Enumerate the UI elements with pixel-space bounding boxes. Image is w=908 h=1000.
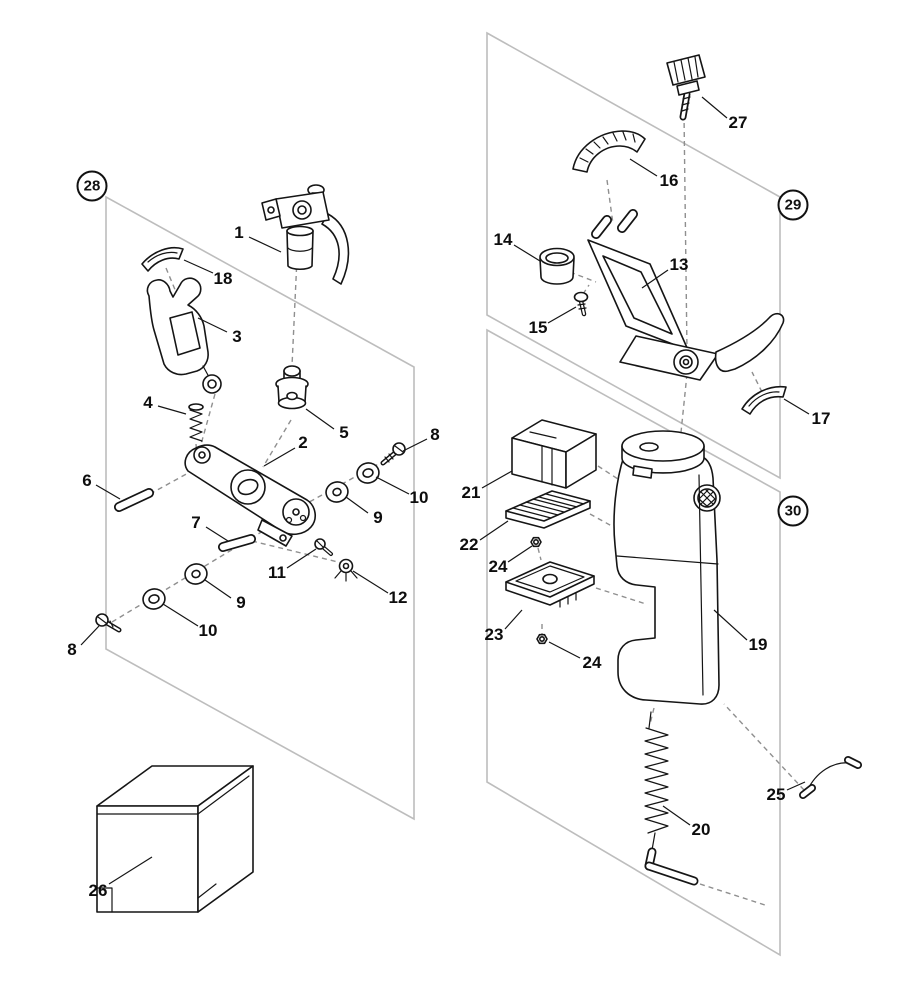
part-12-wing-clip: [334, 558, 358, 582]
part-label-15: 15: [528, 318, 548, 337]
part-1-clamp-head: [261, 184, 350, 285]
part-9-washer-upper: [325, 481, 349, 503]
part-label-25: 25: [766, 785, 786, 804]
part-label-13: 13: [669, 255, 689, 274]
part-label-10-lower: 10: [198, 621, 218, 640]
part-label-8-upper: 8: [430, 425, 440, 444]
part-6-pin: [114, 488, 154, 512]
group-badge-29: 29: [777, 189, 809, 221]
part-13-frame-arm: [587, 209, 785, 381]
part-label-2: 2: [298, 433, 308, 452]
part-5-spool-knob: [275, 365, 309, 410]
part-label-11: 11: [268, 563, 286, 582]
leader-lines: [80, 96, 810, 885]
part-17-curved-pad: [741, 385, 787, 415]
part-label-17: 17: [811, 409, 831, 428]
part-26-box: [96, 765, 254, 913]
part-label-7: 7: [191, 513, 201, 532]
part-3-fork-bracket: [146, 277, 222, 394]
part-21-bracket: [511, 419, 597, 489]
part-16-saddle-clip: [572, 130, 646, 173]
part-label-9-upper: 9: [373, 508, 383, 527]
part-10-disc-lower: [142, 588, 166, 610]
part-label-22: 22: [459, 535, 479, 554]
part-label-4: 4: [143, 393, 153, 412]
part-label-24-lower: 24: [582, 653, 602, 672]
part-label-24-upper: 24: [488, 557, 508, 576]
part-label-18: 18: [213, 269, 233, 288]
part-label-6: 6: [82, 471, 92, 490]
part-label-27: 27: [728, 113, 748, 132]
part-label-20: 20: [691, 820, 711, 839]
part-label-14: 14: [493, 230, 513, 249]
part-9-washer-lower: [184, 563, 208, 585]
panel-group-29: [486, 31, 781, 480]
part-label-19: 19: [748, 635, 768, 654]
part-8-screw-lower: [95, 613, 122, 633]
part-19-clamp-body: [613, 430, 721, 705]
part-label-26: 26: [88, 881, 108, 900]
part-11-small-screw: [314, 538, 333, 556]
panel-group-28: [105, 195, 415, 821]
part-7-pin: [218, 534, 256, 552]
part-23-plate: [505, 561, 595, 608]
part-label-3: 3: [232, 327, 242, 346]
part-27-thumbscrew: [666, 54, 706, 121]
part-label-5: 5: [339, 423, 349, 442]
part-label-21: 21: [461, 483, 481, 502]
part-4-spring: [188, 403, 204, 442]
part-25-wire: [799, 756, 862, 799]
part-10-disc-upper: [356, 462, 380, 484]
part-8-screw-upper: [380, 442, 406, 466]
part-label-12: 12: [388, 588, 408, 607]
part-24-nut-lower: [536, 633, 548, 645]
part-24-nut-upper: [530, 536, 542, 548]
part-2-main-arm: [184, 444, 316, 547]
part-label-10-upper: 10: [409, 488, 429, 507]
part-label-9-lower: 9: [236, 593, 246, 612]
part-label-8-lower: 8: [67, 640, 77, 659]
group-badge-30: 30: [777, 495, 809, 527]
part-14-cap: [539, 247, 575, 285]
part-label-16: 16: [659, 171, 679, 190]
group-badge-28: 28: [76, 170, 108, 202]
part-15-screw: [573, 291, 589, 317]
part-22-ribbed-pad: [505, 490, 591, 529]
part-label-23: 23: [484, 625, 504, 644]
part-20-spring-and-rod: [644, 711, 699, 886]
part-18-curved-pad: [141, 247, 184, 272]
part-label-1: 1: [234, 223, 244, 242]
